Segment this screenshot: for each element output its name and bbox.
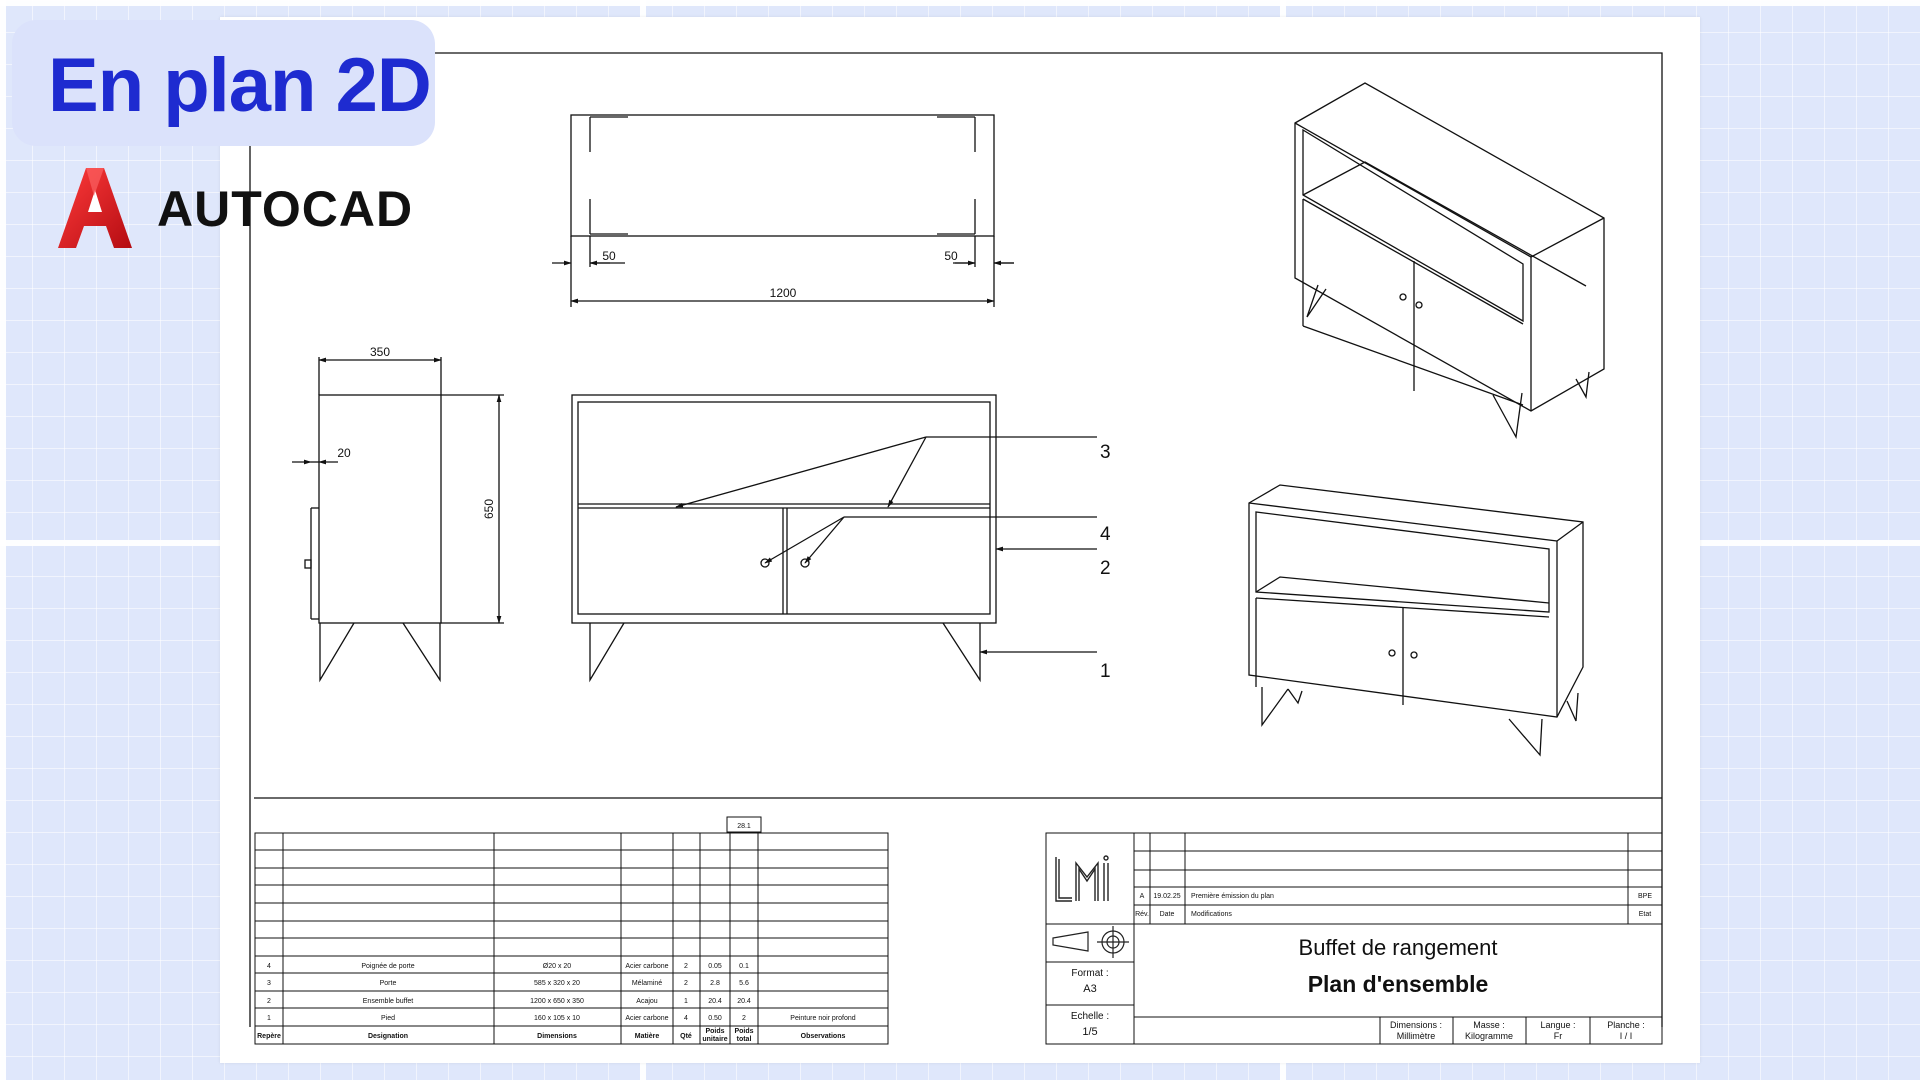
bom-cell: 1 [684,998,688,1005]
bom-header-pt-1: Poids [734,1028,753,1035]
units-mass-value: Kilogramme [1465,1031,1513,1041]
title-badge: En plan 2D [12,20,435,146]
bom-cell: Acier carbone [625,963,668,970]
bom-cell: 2 [684,963,688,970]
side-view [292,357,504,683]
third-angle-projection-icon [1052,926,1129,958]
bom-cell: 20.4 [737,998,751,1005]
bom-cell: 4 [684,1015,688,1022]
table-row: 4 Poignée de porte Ø20 x 20 Acier carbon… [267,963,749,970]
format-value: A3 [1083,983,1096,995]
callout-1: 1 [1100,661,1111,682]
bom-header-matiere: Matière [635,1033,660,1040]
scale-label: Echelle : [1071,1011,1109,1022]
page-title: En plan 2D [48,43,432,128]
rev-date: 19.02.25 [1153,893,1180,900]
bom-cell: 1200 x 650 x 350 [530,998,584,1005]
bom-header-pu-1: Poids [705,1028,724,1035]
top-view [552,114,1014,307]
dim-left-offset: 50 [602,249,616,263]
bom-cell: 2 [742,1015,746,1022]
bom-cell: 160 x 105 x 10 [534,1015,580,1022]
callout-4: 4 [1100,524,1111,545]
brand-name: AUTOCAD [157,181,414,237]
dim-right-offset: 50 [944,249,958,263]
bom-header-qte: Qté [680,1033,692,1040]
bom-header-dimensions: Dimensions [537,1033,577,1040]
bom-cell: Ensemble buffet [363,998,414,1005]
bom-cell: Acier carbone [625,1015,668,1022]
bom-cell: 3 [267,980,271,987]
front-view [571,394,1097,683]
bom-cell: 0.05 [708,963,722,970]
bom-cell: 20.4 [708,998,722,1005]
bom-cell: Poignée de porte [361,963,414,970]
sheet-value: I / I [1620,1031,1633,1041]
sheet-border [250,52,1663,1027]
language-value: Fr [1554,1031,1563,1041]
isometric-view-top [1294,82,1605,440]
drawing-sheet: 50 50 1200 350 20 650 3 4 2 1 [220,17,1700,1063]
rev-index: A [1140,893,1145,900]
bom-cell: 585 x 320 x 20 [534,980,580,987]
bom-cell: 5.6 [739,980,749,987]
callout-2: 2 [1100,558,1111,579]
callout-3: 3 [1100,442,1111,463]
rev-note: Première émission du plan [1191,893,1274,900]
format-label: Format : [1071,968,1108,979]
dim-door-thickness: 20 [337,446,351,460]
bom-cell: Porte [380,980,397,987]
dim-height: 650 [482,499,496,519]
bom-cell: Acajou [636,998,658,1005]
drawing-title: Buffet de rangement [1299,935,1498,960]
table-row: 2 Ensemble buffet 1200 x 650 x 350 Acajo… [267,998,751,1005]
drawing-subtitle: Plan d'ensemble [1308,971,1489,997]
bill-of-materials: 28.1 Repère Designation Dimensions Matiè… [254,816,889,1045]
lmi-logo-icon [1055,855,1109,902]
units-dim-value: Millimètre [1397,1031,1436,1041]
rev-header-etat: Etat [1639,911,1652,918]
units-dim-label: Dimensions : [1390,1020,1442,1030]
rev-author: BPE [1638,893,1652,900]
bom-cell: 0.1 [739,963,749,970]
bom-cell: 1 [267,1015,271,1022]
bom-cell: Pied [381,1015,395,1022]
sheet-label: Planche : [1607,1020,1645,1030]
language-label: Langue : [1540,1020,1575,1030]
bom-cell: 2.8 [710,980,720,987]
bom-cell: Peinture noir profond [790,1015,855,1022]
bom-header-observations: Observations [801,1033,846,1040]
autocad-a-icon [58,168,132,248]
dim-total-width: 1200 [770,286,797,300]
title-block: A 19.02.25 Première émission du plan BPE… [1045,832,1663,1045]
bom-header-pt-2: total [737,1036,752,1043]
dim-depth: 350 [370,345,390,359]
rev-header-date: Date [1160,911,1175,918]
bom-header-pu-2: unitaire [702,1036,727,1043]
bom-cell: Ø20 x 20 [543,963,572,970]
bom-header-repere: Repère [257,1033,281,1040]
rev-header-modifications: Modifications [1191,911,1232,918]
table-row: 3 Porte 585 x 320 x 20 Mélaminé 2 2.8 5.… [267,980,749,987]
bom-cell: 0.50 [708,1015,722,1022]
scale-value: 1/5 [1082,1026,1097,1038]
technical-drawing: 50 50 1200 350 20 650 3 4 2 1 [249,52,1663,1045]
bom-header-designation: Designation [368,1033,408,1040]
rev-header: Rév. [1135,911,1149,918]
bom-cell: 2 [684,980,688,987]
table-row: 1 Pied 160 x 105 x 10 Acier carbone 4 0.… [267,1015,856,1022]
bom-cell: 4 [267,963,271,970]
bom-total-weight: 28.1 [737,823,751,830]
bom-cell: Mélaminé [632,980,662,987]
units-mass-label: Masse : [1473,1020,1505,1030]
isometric-view-bottom [1248,484,1584,757]
bom-cell: 2 [267,998,271,1005]
